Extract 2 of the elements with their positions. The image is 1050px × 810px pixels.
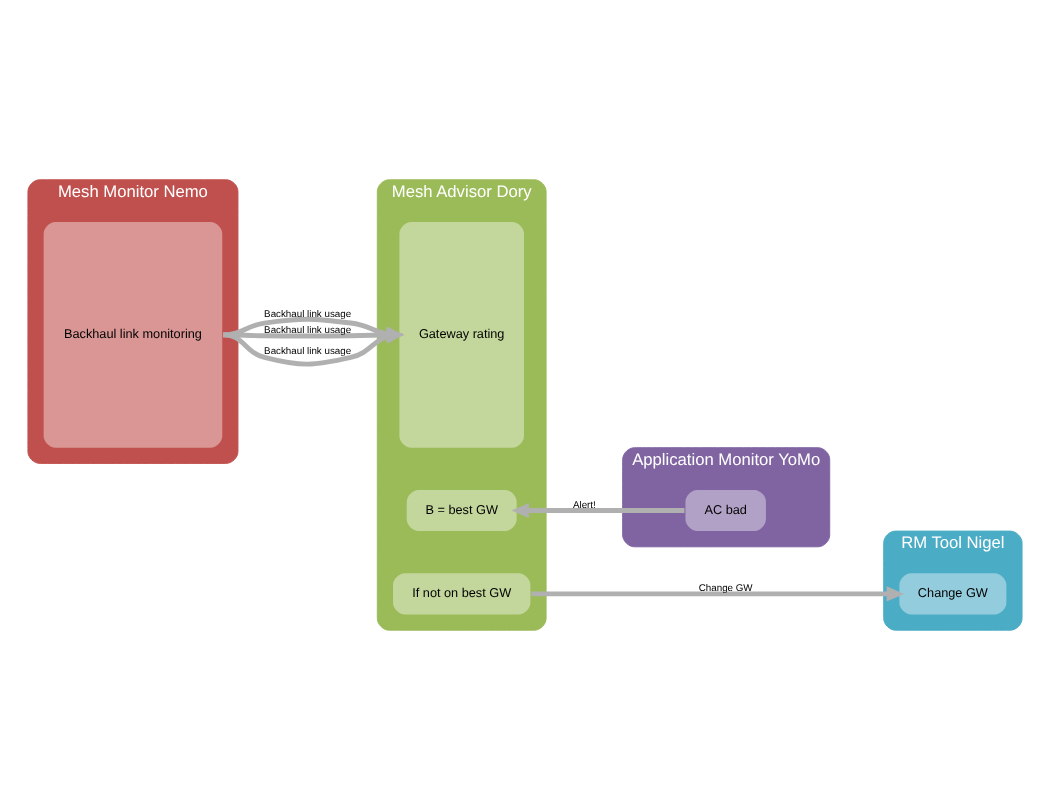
- arrow: [531, 586, 905, 602]
- arrow: [511, 502, 685, 519]
